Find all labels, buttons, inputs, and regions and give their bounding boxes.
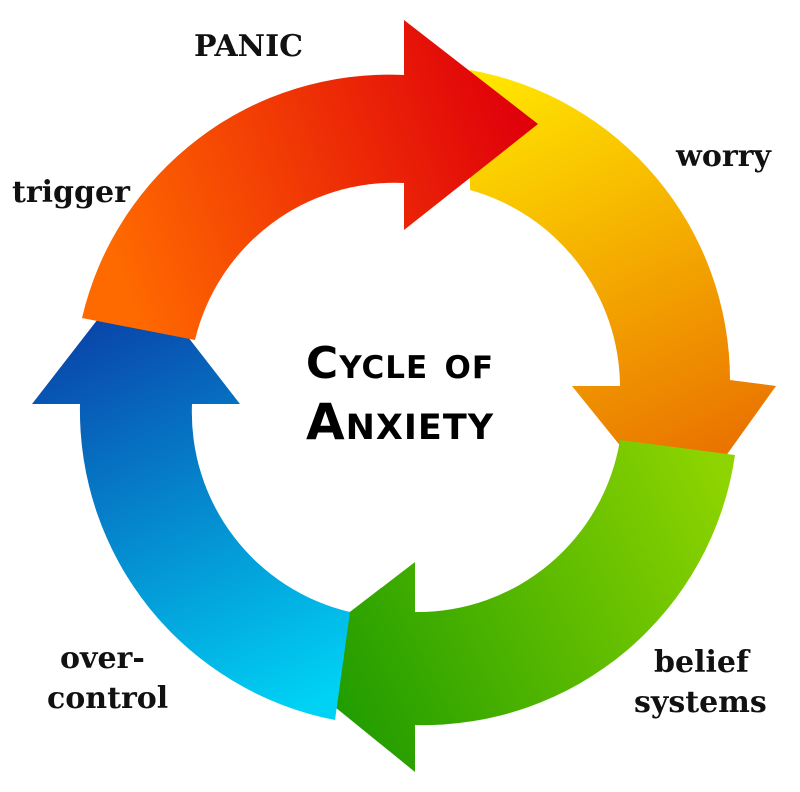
stage-label-belief-line2: systems: [634, 685, 767, 720]
stage-label-belief-line1: belief: [654, 645, 749, 680]
stage-label-panic: PANIC: [194, 29, 303, 64]
stage-label-overcontrol-line2: control: [47, 681, 169, 716]
stage-label-worry: worry: [676, 139, 771, 174]
diagram-title-line2: Anxiety: [305, 393, 495, 451]
stage-label-overcontrol-line1: over-: [60, 641, 145, 676]
arrow-worry-to-belief: [470, 70, 776, 520]
arrow-overcontrol-to-trigger: [32, 270, 350, 720]
arrow-belief-to-overcontrol: [282, 440, 735, 772]
arrow-trigger-to-panic: [82, 20, 538, 340]
diagram-title-line1: Cycle of: [305, 338, 495, 389]
stage-label-trigger: trigger: [12, 175, 130, 210]
